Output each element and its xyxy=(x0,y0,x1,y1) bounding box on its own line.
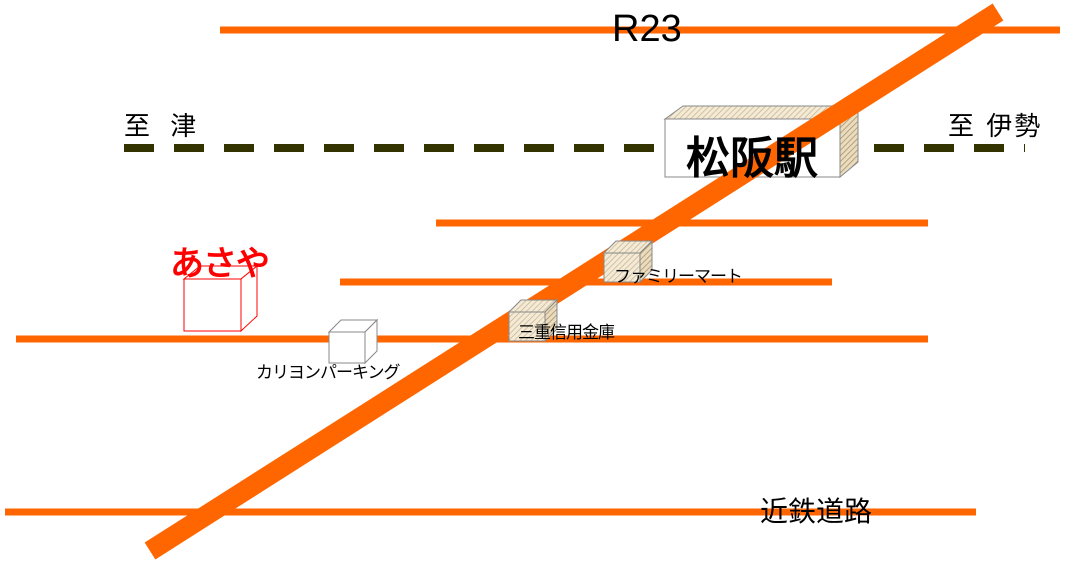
parking-building xyxy=(327,318,379,365)
family-mart-building xyxy=(602,239,654,284)
parking-label: カリヨンパーキング xyxy=(256,363,400,383)
direction-tsu-label: 至 津 xyxy=(124,112,203,142)
asaya-building xyxy=(182,264,259,333)
road-diagonal xyxy=(144,3,1004,560)
road-kintetsu-label: 近鉄道路 xyxy=(760,495,873,528)
destination-name-label: あさや xyxy=(170,244,270,284)
road-r23-label: R23 xyxy=(612,8,682,50)
bank-label: 三重信用金庫 xyxy=(518,323,615,343)
direction-ise-label: 至 伊勢 xyxy=(948,112,1043,142)
station-name-label: 松阪駅 xyxy=(686,133,818,184)
family-mart-label: ファミリーマート xyxy=(614,267,743,287)
bank-building xyxy=(507,298,559,343)
